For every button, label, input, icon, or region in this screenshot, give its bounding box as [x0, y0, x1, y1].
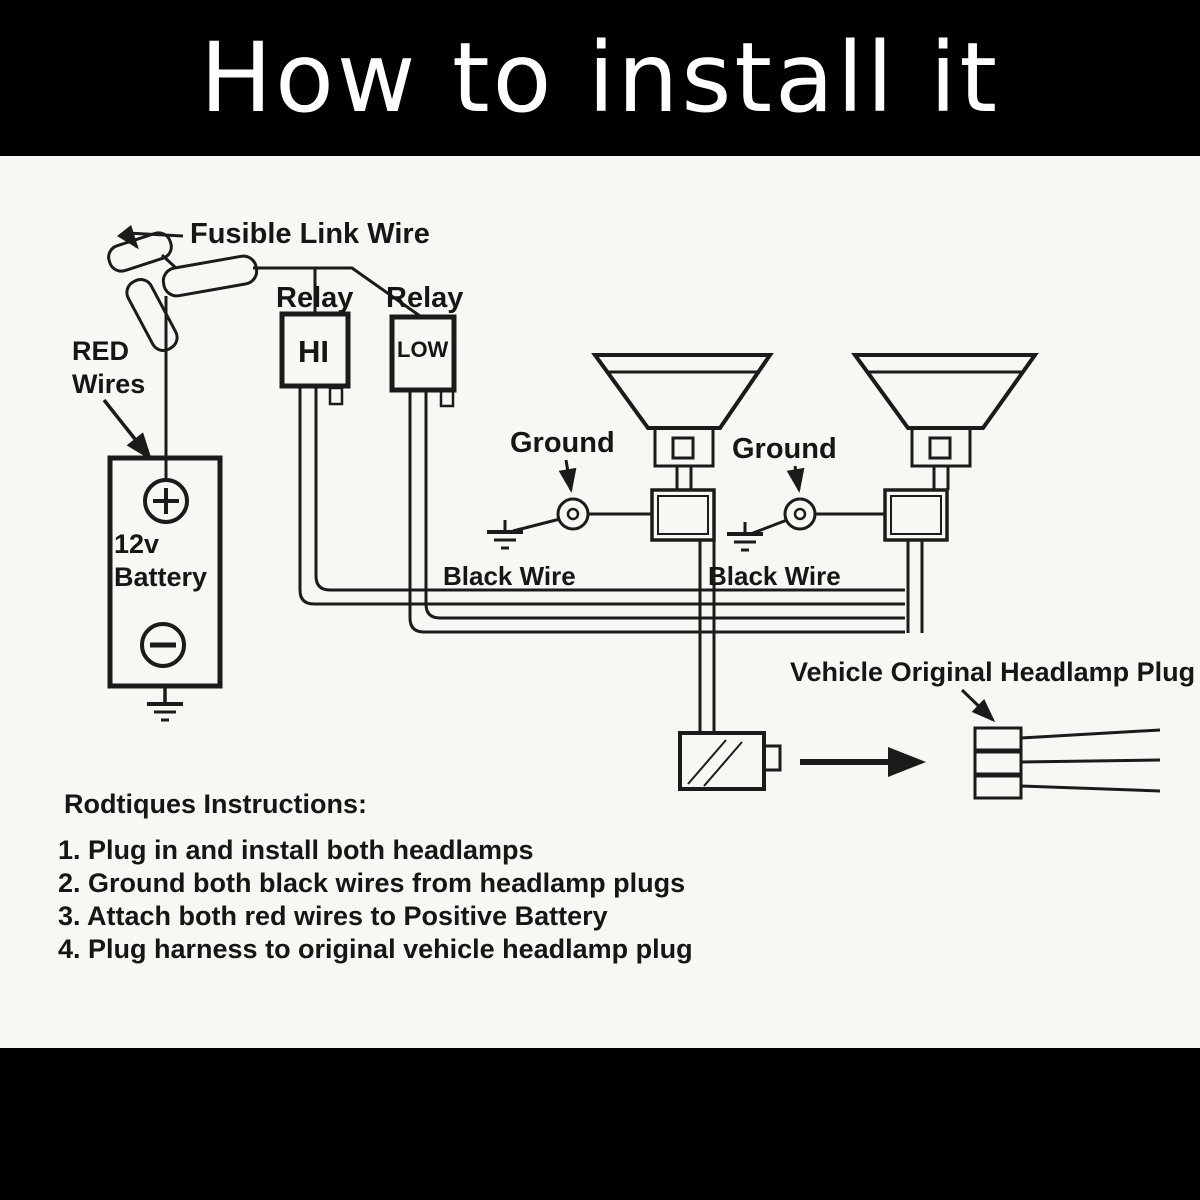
ground-right-ring: [783, 497, 817, 531]
instructions-heading: Rodtiques Instructions:: [64, 789, 367, 819]
relay-hi-pin-stub: [328, 386, 344, 406]
ground-right-label: Ground: [732, 433, 837, 465]
relay-low-box-text: LOW: [397, 337, 449, 362]
ground-left-pointer: [558, 459, 577, 493]
vehicle-original-plug: Vehicle Original Headlamp Plug: [790, 657, 1195, 800]
connect-arrow: [800, 747, 926, 777]
headlamp-left-socket: [653, 426, 715, 468]
ground-right: Ground Black Wire: [708, 433, 885, 591]
harness-connector: [678, 731, 782, 791]
relay-hi-label: Relay: [276, 282, 353, 314]
ground-left-symbol: [487, 520, 523, 550]
ground-left-ring: [556, 497, 590, 531]
page-title: How to install it: [199, 22, 1000, 134]
relay-hi-box-text: HI: [298, 334, 329, 369]
relay-low-pin-stub: [439, 388, 455, 408]
red-wires-label-line2: Wires: [72, 369, 145, 399]
instruction-item-4: 4. Plug harness to original vehicle head…: [58, 934, 693, 964]
black-wire-left-label: Black Wire: [443, 561, 576, 591]
black-wire-right-label: Black Wire: [708, 561, 841, 591]
battery-plus-terminal: [143, 478, 189, 524]
red-wires-label-line1: RED: [72, 336, 129, 366]
ground-right-pointer: [786, 465, 805, 493]
headlamp-right-socket: [910, 426, 972, 468]
harness-wires: [298, 388, 905, 634]
ground-left: Ground Black Wire: [443, 427, 652, 591]
vehicle-plug-label: Vehicle Original Headlamp Plug: [790, 657, 1195, 687]
title-band: How to install it: [0, 0, 1200, 156]
instructions: Rodtiques Instructions: 1. Plug in and i…: [58, 789, 693, 964]
battery-label-line1: 12v: [114, 529, 159, 559]
battery-minus-terminal: [140, 622, 186, 668]
instruction-item-3: 3. Attach both red wires to Positive Bat…: [58, 901, 608, 931]
vehicle-plug-pointer: [960, 688, 996, 723]
battery: 12v Battery: [107, 455, 223, 722]
red-wires-pointer-arrow: [102, 398, 153, 461]
battery-label-line2: Battery: [114, 562, 207, 592]
headlamp-left-plug-block: [650, 488, 716, 733]
relay-hi: Relay HI: [276, 282, 353, 406]
instruction-item-2: 2. Ground both black wires from headlamp…: [58, 868, 685, 898]
battery-ground-symbol: [147, 686, 183, 722]
headlamp-right: [851, 353, 1039, 490]
ground-left-label: Ground: [510, 427, 615, 459]
red-wires-callout: RED Wires: [72, 336, 153, 461]
headlamp-left: [591, 353, 774, 490]
bottom-band: [0, 1048, 1200, 1200]
fusible-link-pointer: [116, 224, 184, 250]
relay-low: Relay LOW: [386, 282, 463, 408]
relay-low-label: Relay: [386, 282, 463, 314]
instruction-item-1: 1. Plug in and install both headlamps: [58, 835, 534, 865]
ground-right-symbol: [727, 522, 763, 552]
headlamp-right-plug-block: [883, 488, 949, 633]
fusible-link-label: Fusible Link Wire: [190, 218, 430, 250]
fusible-link: Fusible Link Wire: [107, 218, 430, 480]
